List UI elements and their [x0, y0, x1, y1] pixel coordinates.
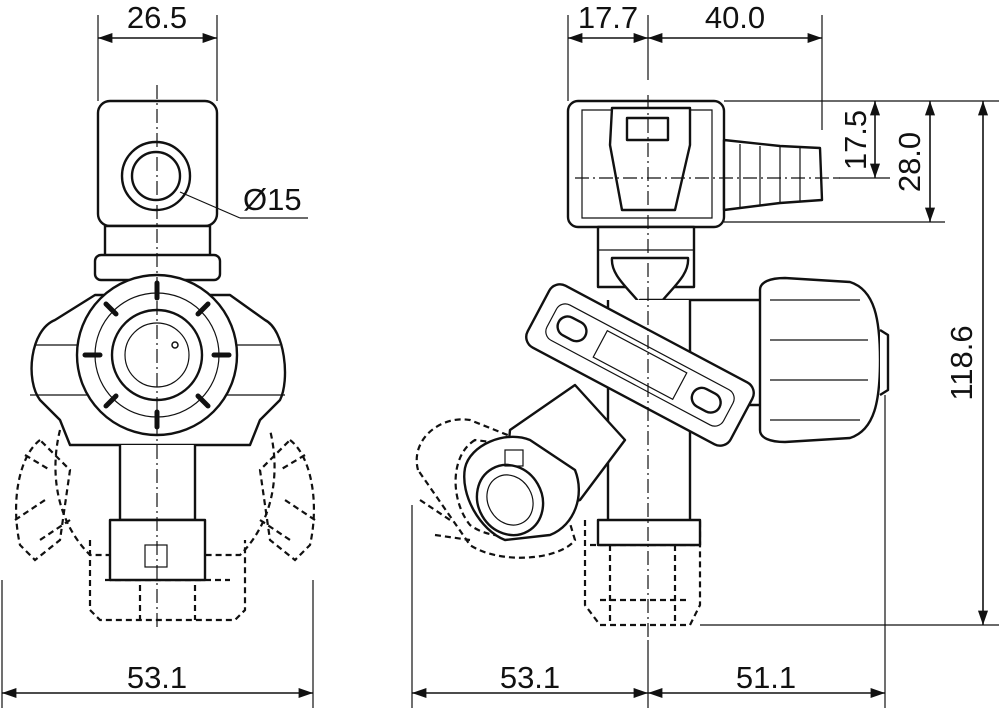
side-dimensions: 17.7 40.0 17.5 28.0 118.6 53.1 51.1 — [411, 0, 999, 708]
dim-side-height-total: 118.6 — [944, 325, 979, 400]
front-view — [14, 85, 316, 630]
dim-side-bottom-right: 51.1 — [736, 660, 796, 695]
front-outlet-inner — [130, 150, 182, 202]
dim-front-diameter: Ø15 — [243, 182, 302, 217]
dim-side-top-left: 17.7 — [578, 0, 638, 35]
side-view — [415, 95, 890, 640]
side-hose-barb — [722, 138, 824, 212]
dim-front-bottom-width: 53.1 — [127, 660, 187, 695]
front-dimensions: 26.5 Ø15 53.1 — [1, 0, 314, 708]
side-right-cap — [758, 276, 882, 444]
dim-leader-diameter — [179, 191, 241, 219]
dim-side-bottom-left: 53.1 — [500, 660, 560, 695]
dim-side-height-medium: 28.0 — [892, 132, 927, 192]
dim-side-top-right: 40.0 — [705, 0, 765, 35]
dim-front-top-width: 26.5 — [127, 0, 187, 35]
dim-side-height-small: 17.5 — [838, 110, 873, 170]
side-clamp-plate — [525, 283, 755, 447]
